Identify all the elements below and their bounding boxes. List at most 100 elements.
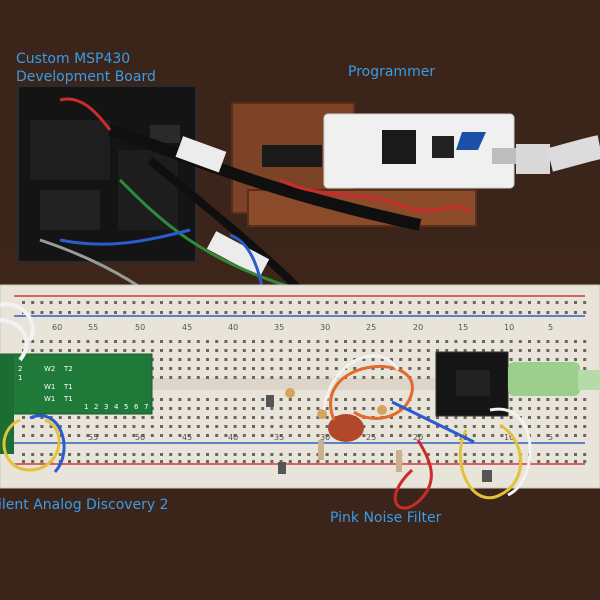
breadboard-hole <box>68 301 71 304</box>
breadboard-hole <box>334 453 338 456</box>
breadboard-hole <box>325 453 329 456</box>
yellow-wire <box>2 418 61 472</box>
breadboard-hole <box>95 301 99 304</box>
breadboard-hole <box>215 367 219 370</box>
breadboard-hole <box>252 434 255 437</box>
breadboard-hole <box>500 434 504 437</box>
breadboard-hole <box>454 453 458 456</box>
bottom-number: 10 <box>504 433 514 442</box>
breadboard-hole <box>252 358 255 361</box>
breadboard-hole <box>215 434 219 437</box>
breadboard-hole <box>298 425 301 428</box>
breadboard-hole <box>307 453 311 456</box>
breadboard-hole <box>233 340 237 343</box>
breadboard-hole <box>160 376 163 379</box>
ceramic-capacitor <box>285 388 295 398</box>
breadboard-hole <box>270 367 274 370</box>
breadboard-hole <box>454 340 458 343</box>
breadboard-hole <box>206 416 209 419</box>
breadboard-hole <box>261 453 265 456</box>
breadboard-hole <box>187 453 191 456</box>
breadboard-hole <box>123 301 127 304</box>
breadboard-hole <box>491 460 495 463</box>
breadboard-hole <box>574 453 577 456</box>
breadboard-hole <box>316 376 320 379</box>
breadboard-hole <box>252 460 255 463</box>
breadboard-hole <box>426 453 430 456</box>
top-number: 40 <box>228 323 238 332</box>
breadboard-hole <box>242 460 246 463</box>
breadboard-hole <box>68 349 71 352</box>
breadboard-hole <box>261 398 265 401</box>
breadboard-hole <box>215 358 219 361</box>
breadboard-hole <box>40 311 44 314</box>
breadboard-hole <box>49 425 53 428</box>
breadboard-hole <box>307 349 311 352</box>
breadboard-hole <box>224 398 228 401</box>
breadboard-hole <box>463 416 467 419</box>
black-cable-2 <box>147 156 303 293</box>
breadboard-hole <box>215 460 219 463</box>
msp430-caption-line1: Custom MSP430 <box>16 51 131 67</box>
breadboard-hole <box>362 460 366 463</box>
breadboard-hole <box>233 311 237 314</box>
breadboard-hole <box>178 340 182 343</box>
breadboard-hole <box>215 453 219 456</box>
breadboard-hole <box>178 460 182 463</box>
pink-noise-filter-caption: Pink Noise Filter <box>330 510 442 526</box>
breadboard-hole <box>307 301 311 304</box>
breadboard-hole <box>187 460 191 463</box>
breadboard-hole <box>390 349 393 352</box>
breadboard-hole <box>344 460 347 463</box>
breadboard-hole <box>261 376 265 379</box>
breadboard-hole <box>371 349 375 352</box>
adapter-pin-label: 2 <box>18 365 22 373</box>
breadboard-hole <box>353 453 357 456</box>
breadboard-hole <box>187 434 191 437</box>
adapter-board: 2 1 W2 T2 W1 T1 W1 T1 1 2 3 4 5 6 7 <box>0 353 153 454</box>
breadboard-hole <box>390 311 393 314</box>
breadboard-hole <box>86 434 90 437</box>
breadboard-hole <box>316 340 320 343</box>
breadboard-hole <box>206 453 209 456</box>
breadboard-hole <box>380 434 384 437</box>
breadboard-hole <box>233 301 237 304</box>
breadboard-hole <box>454 301 458 304</box>
breadboard-hole <box>353 460 357 463</box>
breadboard-hole <box>445 340 449 343</box>
breadboard-hole <box>58 434 62 437</box>
breadboard-hole <box>242 407 246 410</box>
breadboard-hole <box>150 311 154 314</box>
breadboard-hole <box>95 425 99 428</box>
breadboard-hole <box>160 460 163 463</box>
breadboard-hole <box>169 453 173 456</box>
breadboard-hole <box>482 340 485 343</box>
breadboard-hole <box>316 453 320 456</box>
breadboard-hole <box>114 416 117 419</box>
breadboard-hole <box>454 425 458 428</box>
breadboard-hole <box>325 460 329 463</box>
breadboard-hole <box>371 453 375 456</box>
breadboard-hole <box>279 398 283 401</box>
breadboard-hole <box>86 301 90 304</box>
breadboard-hole <box>362 434 366 437</box>
adapter-pin-label: 3 <box>104 403 108 411</box>
breadboard-hole <box>344 301 347 304</box>
breadboard-hole <box>206 340 209 343</box>
breadboard-hole <box>307 358 311 361</box>
breadboard-hole <box>215 301 219 304</box>
breadboard-hole <box>583 453 587 456</box>
breadboard-hole <box>178 301 182 304</box>
breadboard-hole <box>574 311 577 314</box>
breadboard-hole <box>40 416 44 419</box>
breadboard-hole <box>252 349 255 352</box>
breadboard-hole <box>426 311 430 314</box>
breadboard-hole <box>325 358 329 361</box>
top-number: 45 <box>182 323 192 332</box>
adapter-pin-label: T2 <box>63 365 73 373</box>
breadboard-hole <box>417 340 421 343</box>
breadboard-hole <box>178 376 182 379</box>
breadboard-hole <box>252 425 255 428</box>
audio-jack <box>435 351 600 417</box>
breadboard-hole <box>68 434 71 437</box>
